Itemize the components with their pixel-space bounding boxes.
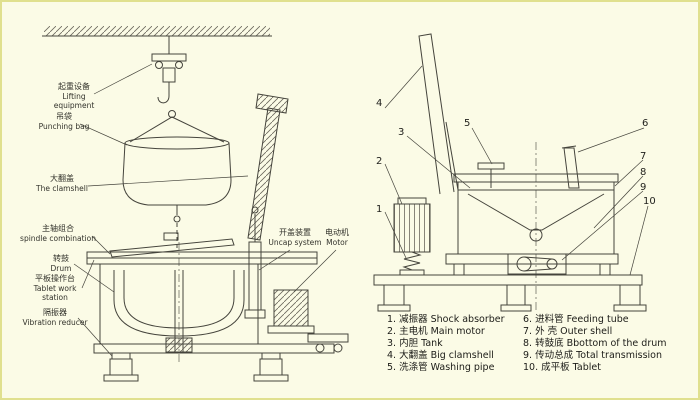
label-vibration-en: Vibration reducer — [22, 317, 88, 327]
callout-7: 7 — [640, 151, 647, 162]
label-uncap-en: Uncap system — [268, 237, 322, 247]
punching-bag — [122, 110, 232, 250]
legend-item-1: 1. 减振器 Shock absorber — [387, 314, 505, 325]
label-punching-bag: 吊袋 Punching bag — [32, 112, 96, 131]
label-vibration-reducer: 隔振器 Vibration reducer — [20, 308, 90, 327]
callout-2: 2 — [376, 156, 383, 167]
left-view-drawing — [42, 26, 349, 382]
legend-item-6: 6. 进料管 Feeding tube — [523, 314, 629, 325]
callout-1: 1 — [376, 204, 383, 215]
label-motor: 电动机 Motor — [314, 228, 360, 247]
legend-item-5: 5. 洗涤管 Washing pipe — [387, 362, 495, 373]
legend-item-2: 2. 主电机 Main motor — [387, 326, 485, 337]
callout-10: 10 — [643, 196, 656, 207]
label-vibration-cn: 隔振器 — [43, 308, 67, 317]
label-lifting-equipment: 起重设备 Lifting equipment — [42, 82, 106, 110]
label-motor-en: Motor — [326, 237, 348, 247]
label-bag-cn: 吊袋 — [56, 112, 72, 121]
label-drum: 转鼓 Drum — [36, 254, 86, 273]
label-clamshell-en: The clamshell — [36, 183, 88, 193]
lifting-equipment-hoist — [151, 36, 187, 104]
machine-body — [453, 142, 619, 312]
legend: 1. 减振器 Shock absorber 2. 主电机 Main motor … — [387, 314, 667, 374]
label-uncap-system: 开盖装置 Uncap system — [264, 228, 326, 247]
legend-item-10: 10. 成平板 Tablet — [523, 362, 601, 373]
shock-absorber — [399, 251, 425, 276]
legend-item-4: 4. 大翻盖 Big clamshell — [387, 350, 494, 361]
uncap-cylinder — [244, 206, 266, 319]
label-clamshell: 大翻盖 The clamshell — [26, 174, 98, 193]
base-frame-left — [93, 333, 349, 382]
callout-5: 5 — [464, 118, 471, 129]
label-spindle-en: spindle combination — [20, 233, 96, 243]
label-lifting-cn: 起重设备 — [58, 82, 90, 91]
left-leader-lines — [73, 63, 337, 357]
callout-9: 9 — [640, 182, 647, 193]
washing-pipe — [477, 162, 505, 188]
clamshell-lid-right — [418, 33, 459, 195]
feeding-tube — [561, 145, 580, 189]
legend-item-3: 3. 内胆 Tank — [387, 338, 443, 349]
clamshell-lid-left — [247, 93, 289, 241]
label-spindle-combination: 主轴组合 spindle combination — [20, 224, 96, 243]
legend-item-7: 7. 外 壳 Outer shell — [523, 326, 613, 337]
legend-column-left: 1. 减振器 Shock absorber 2. 主电机 Main motor … — [387, 314, 509, 374]
label-bag-en: Punching bag — [38, 121, 90, 131]
work-table — [86, 232, 318, 265]
legend-item-9: 9. 传动总成 Total transmission — [523, 350, 662, 361]
label-clamshell-cn: 大翻盖 — [50, 174, 74, 183]
label-drum-en: Drum — [50, 263, 72, 273]
label-spindle-cn: 主轴组合 — [42, 224, 74, 233]
label-station-en: Tablet work station — [33, 283, 77, 302]
label-uncap-cn: 开盖装置 — [279, 228, 311, 237]
base-platform-right — [373, 253, 647, 312]
label-station-cn: 平板操作台 — [35, 274, 75, 283]
legend-column-right: 6. 进料管 Feeding tube 7. 外 壳 Outer shell 8… — [523, 314, 667, 374]
label-tablet-work-station: 平板操作台 Tablet work station — [20, 274, 90, 302]
right-view-drawing — [373, 33, 649, 312]
callout-3: 3 — [398, 127, 405, 138]
label-drum-cn: 转鼓 — [53, 254, 69, 263]
callout-8: 8 — [640, 167, 647, 178]
legend-item-8: 8. 转鼓底 Bbottom of the drum — [523, 338, 667, 349]
tank-funnel — [467, 193, 605, 242]
label-motor-cn: 电动机 — [325, 228, 349, 237]
ceiling-hatch — [42, 26, 272, 37]
callout-6: 6 — [642, 118, 649, 129]
main-motor — [393, 197, 431, 253]
right-leader-lines — [384, 65, 649, 276]
callout-4: 4 — [376, 98, 383, 109]
label-lifting-en: Lifting equipment — [53, 91, 95, 110]
motor-left-view — [267, 289, 315, 334]
